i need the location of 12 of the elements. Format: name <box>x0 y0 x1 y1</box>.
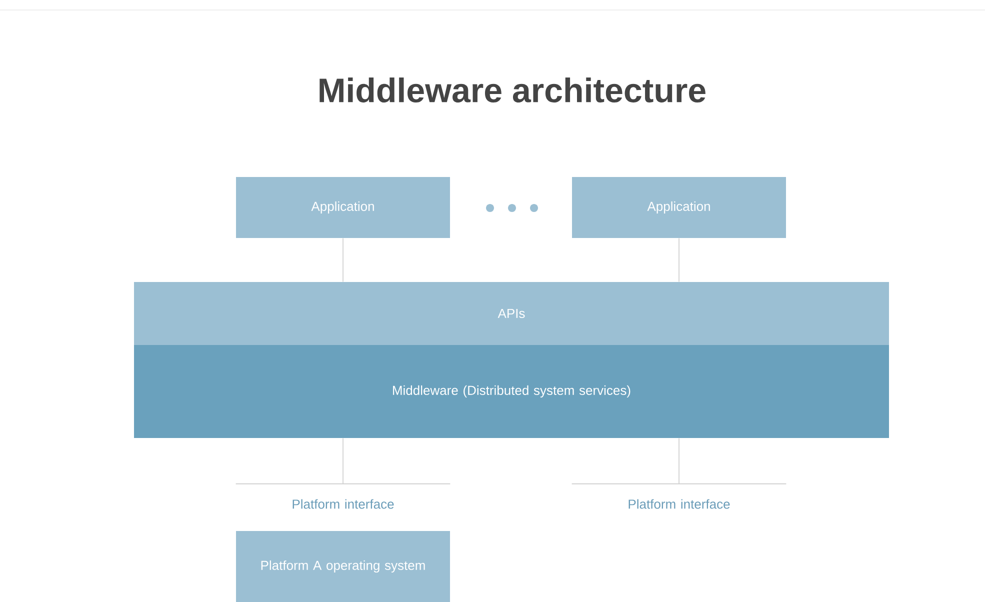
interface-label: Platform interface <box>235 483 451 509</box>
platform-box: Platform A operating system <box>236 531 450 602</box>
application-box: Application <box>236 177 450 238</box>
interface-label: Platform interface <box>571 483 787 509</box>
connector-line <box>678 238 680 282</box>
connector-line <box>342 438 344 484</box>
connector-line <box>678 438 680 484</box>
api-band: APIs <box>134 282 889 345</box>
title: Middleware architecture <box>320 78 706 102</box>
application-box: Application <box>572 177 786 238</box>
middleware-band: Middleware (Distributed system services) <box>134 345 889 438</box>
connector-line <box>342 238 344 282</box>
